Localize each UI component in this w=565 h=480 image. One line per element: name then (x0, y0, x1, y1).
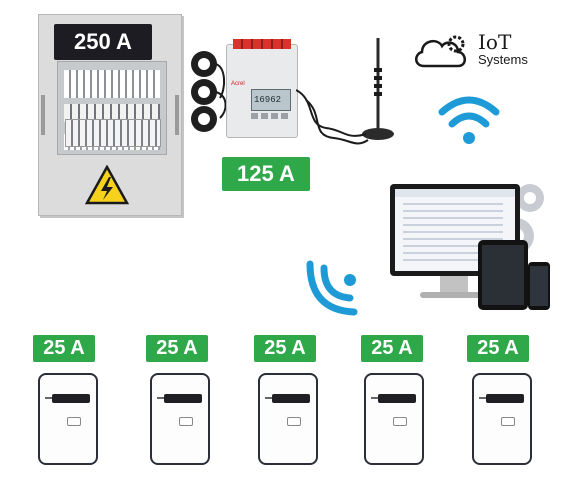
charger-display-bar (378, 394, 416, 403)
meter-current-label: 125 A (222, 157, 310, 191)
charger-cable-dash (371, 397, 378, 399)
iot-cloud-logo-icon (415, 35, 466, 68)
charger-current-label: 25 A (146, 335, 208, 362)
desktop-monitor (390, 184, 520, 276)
ev-charger (258, 373, 318, 465)
wifi-icon (306, 260, 358, 316)
antenna-icon (296, 38, 394, 145)
meter-brand: Acrel (231, 81, 245, 87)
charger-current-label: 25 A (33, 335, 95, 362)
charger-socket (393, 417, 407, 426)
charger-cable-dash (479, 397, 486, 399)
ev-charger (472, 373, 532, 465)
charger-cable-dash (265, 397, 272, 399)
cabinet-handle (175, 95, 179, 135)
charger-cable-dash (45, 397, 52, 399)
charger-current-label: 25 A (361, 335, 423, 362)
meter-reading: 16962 (254, 95, 282, 105)
meter-terminals (233, 39, 291, 49)
charger-socket (67, 417, 81, 426)
monitor-stand (440, 276, 468, 294)
phone-screen (530, 266, 548, 306)
logo-iot-text: IoT (478, 30, 512, 54)
charger-display-bar (272, 394, 310, 403)
charger-socket (501, 417, 515, 426)
logo-systems-text: Systems (478, 52, 528, 67)
charger-current-label: 25 A (254, 335, 316, 362)
meter-buttons (251, 113, 289, 119)
lower-breaker-panel (65, 119, 161, 147)
charger-display-bar (52, 394, 90, 403)
energy-meter: Acrel 16962 (226, 39, 298, 138)
charger-current-label: 25 A (467, 335, 529, 362)
panel-current-label: 250 A (54, 24, 152, 60)
breaker-row (64, 70, 160, 98)
monitor-base (420, 292, 488, 298)
ev-charger (38, 373, 98, 465)
charger-display-bar (486, 394, 524, 403)
charger-socket (287, 417, 301, 426)
breaker-row (64, 104, 160, 122)
wifi-icon (438, 96, 500, 144)
high-voltage-warning-icon (85, 165, 129, 205)
current-transformer-clamps (191, 51, 227, 132)
charger-display-bar (164, 394, 202, 403)
ev-charger (150, 373, 210, 465)
dashboard-header (395, 189, 515, 197)
ev-charger (364, 373, 424, 465)
charger-cable-dash (157, 397, 164, 399)
charger-socket (179, 417, 193, 426)
meter-display: 16962 (251, 89, 291, 111)
cabinet-handle (41, 95, 45, 135)
tablet-device (478, 240, 528, 310)
tablet-screen (482, 245, 524, 305)
phone-device (528, 262, 550, 310)
